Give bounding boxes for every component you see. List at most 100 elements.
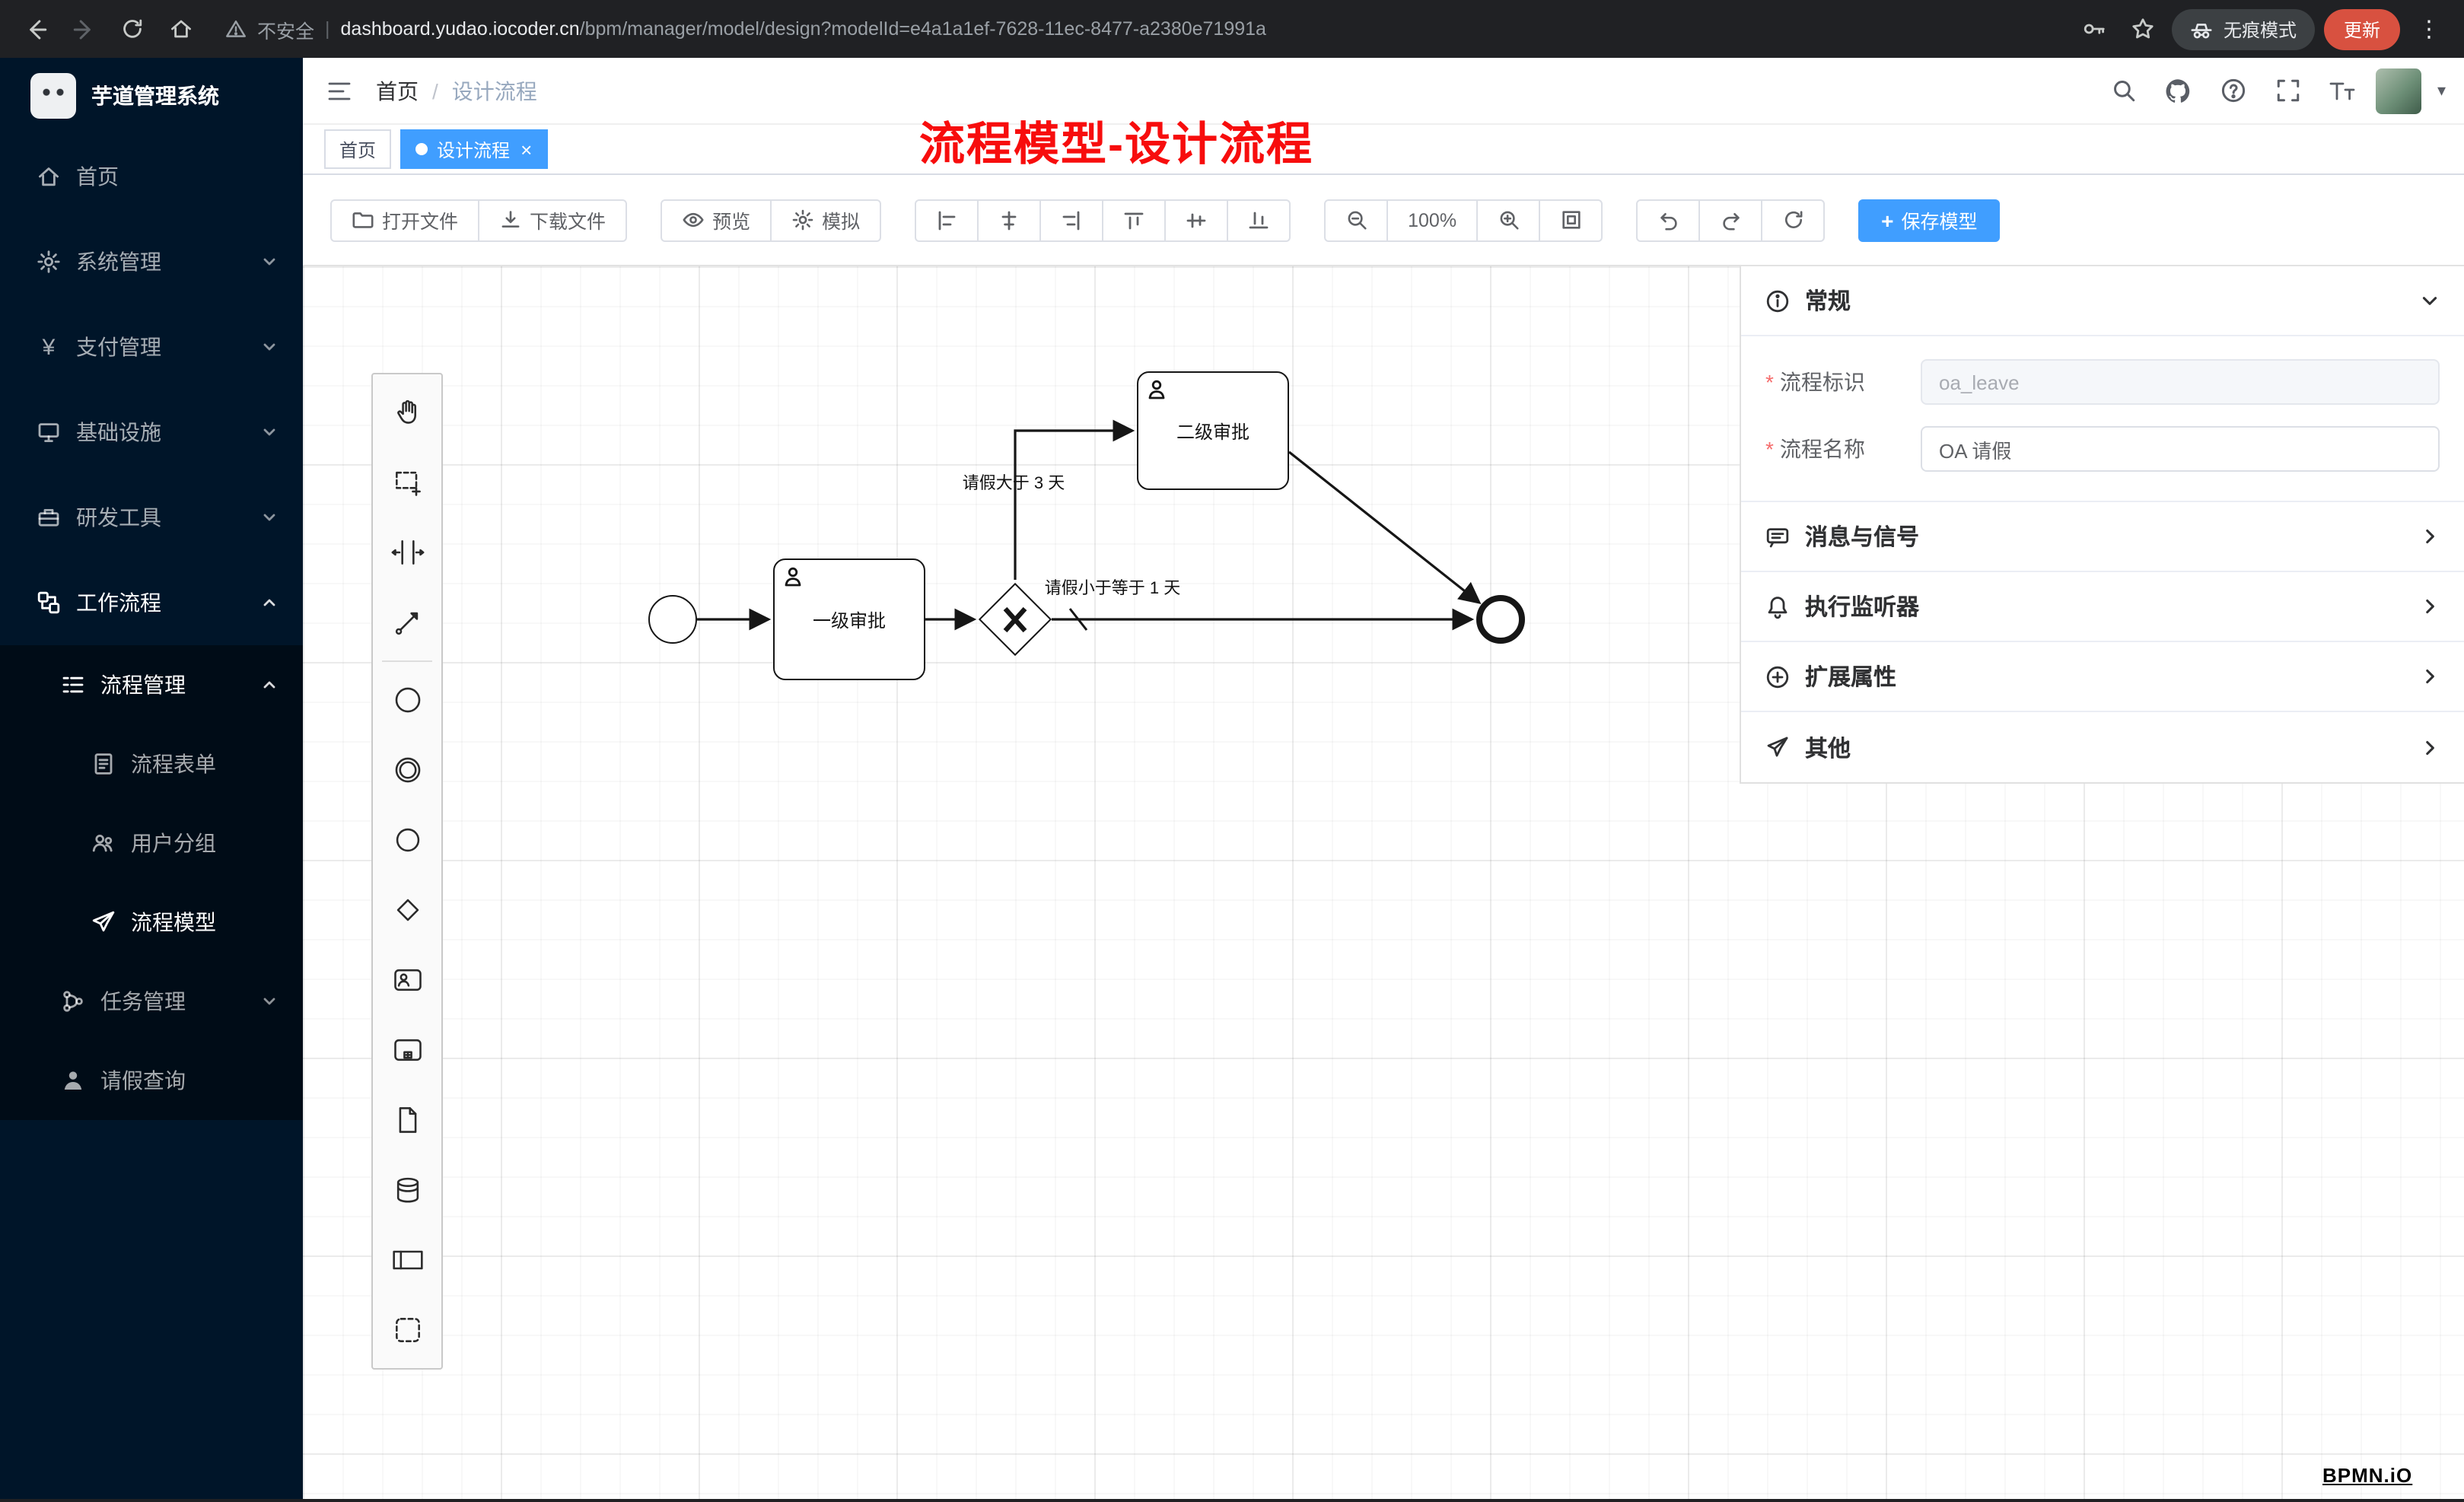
sidebar-item-process-management[interactable]: 流程管理 bbox=[0, 645, 303, 724]
sidebar-item-process-model[interactable]: 流程模型 bbox=[0, 883, 303, 962]
zoom-in-button[interactable] bbox=[1476, 199, 1541, 241]
general-form: *流程标识 *流程名称 bbox=[1741, 336, 2464, 502]
sidebar-item-process-form[interactable]: 流程表单 bbox=[0, 724, 303, 804]
process-name-input[interactable] bbox=[1921, 426, 2440, 472]
sidebar-item-home[interactable]: 首页 bbox=[0, 134, 303, 219]
space-tool-icon[interactable] bbox=[373, 517, 441, 587]
back-icon[interactable] bbox=[15, 9, 55, 49]
sidebar-item-user-group[interactable]: 用户分组 bbox=[0, 804, 303, 883]
browser-menu-icon[interactable]: ⋮ bbox=[2418, 17, 2440, 43]
redo-icon bbox=[1722, 213, 1739, 231]
hand-tool-icon[interactable] bbox=[373, 377, 441, 447]
sidebar-item-system[interactable]: 系统管理 bbox=[0, 219, 303, 304]
sidebar-item-task-management[interactable]: 任务管理 bbox=[0, 962, 303, 1041]
align-top-button[interactable] bbox=[1102, 199, 1167, 241]
align-bottom-button[interactable] bbox=[1227, 199, 1291, 241]
create-user-task-icon[interactable] bbox=[373, 945, 441, 1015]
password-key-icon[interactable] bbox=[2074, 9, 2114, 49]
user-task-level2-node[interactable]: 二级审批 bbox=[1137, 371, 1289, 490]
paper-plane-icon bbox=[92, 911, 115, 932]
browser-chrome: 不安全 | dashboard.yudao.iocoder.cn/bpm/man… bbox=[0, 0, 2464, 58]
sidebar-item-infra[interactable]: 基础设施 bbox=[0, 390, 303, 475]
home-icon[interactable] bbox=[161, 9, 201, 49]
create-gateway-icon[interactable] bbox=[373, 875, 441, 945]
yen-icon: ¥ bbox=[42, 334, 56, 360]
align-center-vertical-button[interactable] bbox=[1164, 199, 1229, 241]
font-size-icon[interactable] bbox=[2322, 69, 2364, 112]
process-key-input[interactable] bbox=[1921, 359, 2440, 405]
start-event-node[interactable] bbox=[648, 595, 697, 644]
preview-button[interactable]: 预览 bbox=[661, 199, 772, 241]
flow-task2-to-end[interactable] bbox=[1288, 450, 1482, 604]
toolbox-icon bbox=[38, 509, 59, 527]
create-subprocess-icon[interactable] bbox=[373, 1015, 441, 1085]
end-event-node[interactable] bbox=[1476, 595, 1525, 644]
required-asterisk: * bbox=[1765, 437, 1774, 461]
panel-section-extended-attributes[interactable]: 扩展属性 bbox=[1741, 642, 2464, 712]
incognito-icon bbox=[2191, 23, 2212, 38]
global-connect-tool-icon[interactable] bbox=[373, 587, 441, 657]
align-bottom-icon bbox=[1249, 211, 1269, 228]
flow-condition-label-gt3[interactable]: 请假大于 3 天 bbox=[962, 475, 1065, 493]
sidebar-item-leave-query[interactable]: 请假查询 bbox=[0, 1041, 303, 1120]
restart-button[interactable] bbox=[1761, 199, 1826, 241]
flow-condition-label-lte1[interactable]: 请假小于等于 1 天 bbox=[1044, 580, 1181, 598]
send-icon bbox=[1767, 737, 1788, 757]
user-avatar[interactable] bbox=[2376, 68, 2422, 113]
align-right-button[interactable] bbox=[1039, 199, 1104, 241]
simulate-button[interactable]: 模拟 bbox=[770, 199, 882, 241]
panel-section-general[interactable]: 常规 bbox=[1741, 266, 2464, 336]
panel-section-message-signal[interactable]: 消息与信号 bbox=[1741, 502, 2464, 572]
forward-icon[interactable] bbox=[64, 9, 103, 49]
lasso-tool-icon[interactable] bbox=[373, 447, 441, 517]
create-start-event-icon[interactable] bbox=[373, 665, 441, 735]
zoom-reset-button[interactable] bbox=[1539, 199, 1603, 241]
sidebar-item-workflow[interactable]: 工作流程 bbox=[0, 560, 303, 645]
designer-toolbar: 打开文件 下载文件 预览 模拟 bbox=[303, 175, 2464, 266]
panel-section-other[interactable]: 其他 bbox=[1741, 712, 2464, 782]
app-logo[interactable]: 芋道管理系统 bbox=[0, 58, 303, 134]
github-icon[interactable] bbox=[2157, 69, 2200, 112]
align-center-horizontal-button[interactable] bbox=[977, 199, 1042, 241]
redo-button[interactable] bbox=[1698, 199, 1763, 241]
list-icon bbox=[62, 676, 84, 693]
save-model-button[interactable]: + 保存模型 bbox=[1858, 199, 2001, 241]
create-data-object-icon[interactable] bbox=[373, 1085, 441, 1155]
search-icon[interactable] bbox=[2103, 69, 2145, 112]
home-menu-icon bbox=[39, 167, 59, 186]
fullscreen-icon[interactable] bbox=[2267, 69, 2310, 112]
zoom-out-button[interactable] bbox=[1324, 199, 1389, 241]
create-participant-icon[interactable] bbox=[373, 1225, 441, 1295]
undo-button[interactable] bbox=[1636, 199, 1701, 241]
breadcrumb-home[interactable]: 首页 bbox=[376, 78, 419, 103]
create-end-event-icon[interactable] bbox=[373, 805, 441, 875]
sidebar-item-devtools[interactable]: 研发工具 bbox=[0, 475, 303, 560]
flow-gateway-to-task2[interactable] bbox=[1014, 419, 1135, 580]
zoom-level-button[interactable]: 100% bbox=[1386, 199, 1479, 241]
create-group-icon[interactable] bbox=[373, 1295, 441, 1365]
open-file-button[interactable]: 打开文件 bbox=[330, 199, 480, 241]
bpmn-canvas[interactable]: 一级审批 二级审批 请假大于 3 天 请假小于等于 1 天 BPMN.iO bbox=[303, 266, 2464, 1499]
avatar-caret-icon[interactable]: ▾ bbox=[2437, 82, 2446, 100]
user-task-level1-node[interactable]: 一级审批 bbox=[773, 558, 925, 680]
download-file-button[interactable]: 下载文件 bbox=[478, 199, 628, 241]
sidebar-item-payment[interactable]: ¥ 支付管理 bbox=[0, 304, 303, 390]
create-data-store-icon[interactable] bbox=[373, 1155, 441, 1225]
tab-close-icon[interactable]: × bbox=[520, 138, 533, 161]
bell-icon bbox=[1768, 596, 1788, 619]
exclusive-gateway-node[interactable] bbox=[978, 582, 1052, 657]
create-intermediate-event-icon[interactable] bbox=[373, 735, 441, 805]
process-name-label: 流程名称 bbox=[1779, 437, 1865, 461]
tab-design-process[interactable]: 设计流程 × bbox=[400, 129, 548, 169]
bookmark-star-icon[interactable] bbox=[2123, 9, 2163, 49]
tab-home[interactable]: 首页 bbox=[324, 129, 392, 169]
help-icon[interactable] bbox=[2212, 69, 2255, 112]
sidebar-collapse-icon[interactable] bbox=[303, 57, 376, 124]
reload-icon[interactable] bbox=[113, 9, 152, 49]
update-button[interactable]: 更新 bbox=[2323, 8, 2400, 49]
panel-section-execution-listener[interactable]: 执行监听器 bbox=[1741, 572, 2464, 642]
address-bar[interactable]: 不安全 | dashboard.yudao.iocoder.cn/bpm/man… bbox=[225, 14, 2050, 43]
align-left-button[interactable] bbox=[915, 199, 979, 241]
bpmn-io-watermark[interactable]: BPMN.iO bbox=[2322, 1464, 2413, 1487]
